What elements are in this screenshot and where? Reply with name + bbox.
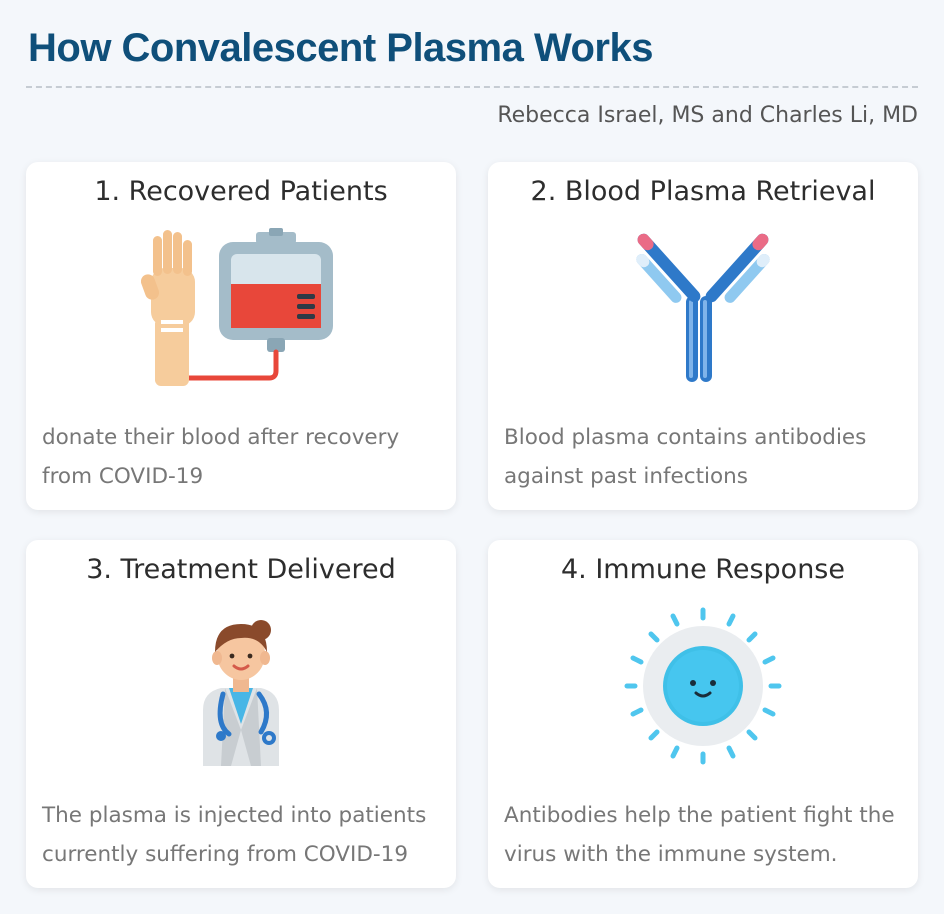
step-title: 4. Immune Response bbox=[560, 554, 845, 585]
doctor-icon bbox=[203, 620, 279, 766]
author-byline: Rebecca Israel, MS and Charles Li, MD bbox=[497, 103, 918, 128]
step-title: 2. Blood Plasma Retrieval bbox=[530, 176, 876, 207]
step-card-2: 2. Blood Plasma Retrieval Blood plasma c… bbox=[488, 162, 918, 510]
step-description: The plasma is injected into patients cur… bbox=[42, 803, 427, 867]
step-card-3: 3. Treatment Delivered The plasma is inj… bbox=[26, 540, 456, 888]
step-description: Blood plasma contains antibodies against… bbox=[504, 425, 867, 489]
step-description: Antibodies help the patient fight the vi… bbox=[504, 803, 895, 867]
antibody-icon bbox=[636, 233, 770, 382]
step-card-4: 4. Immune Response Antibodies help the p bbox=[488, 540, 918, 888]
title-divider bbox=[26, 86, 918, 88]
step-card-1: 1. Recovered Patients donate their blood… bbox=[26, 162, 456, 510]
page-title: How Convalescent Plasma Works bbox=[28, 26, 654, 70]
step-description: donate their blood after recovery from C… bbox=[42, 425, 400, 489]
step-title: 1. Recovered Patients bbox=[94, 176, 388, 207]
virus-icon bbox=[624, 607, 782, 765]
step-title: 3. Treatment Delivered bbox=[86, 554, 396, 585]
blood-donation-icon bbox=[141, 228, 333, 386]
